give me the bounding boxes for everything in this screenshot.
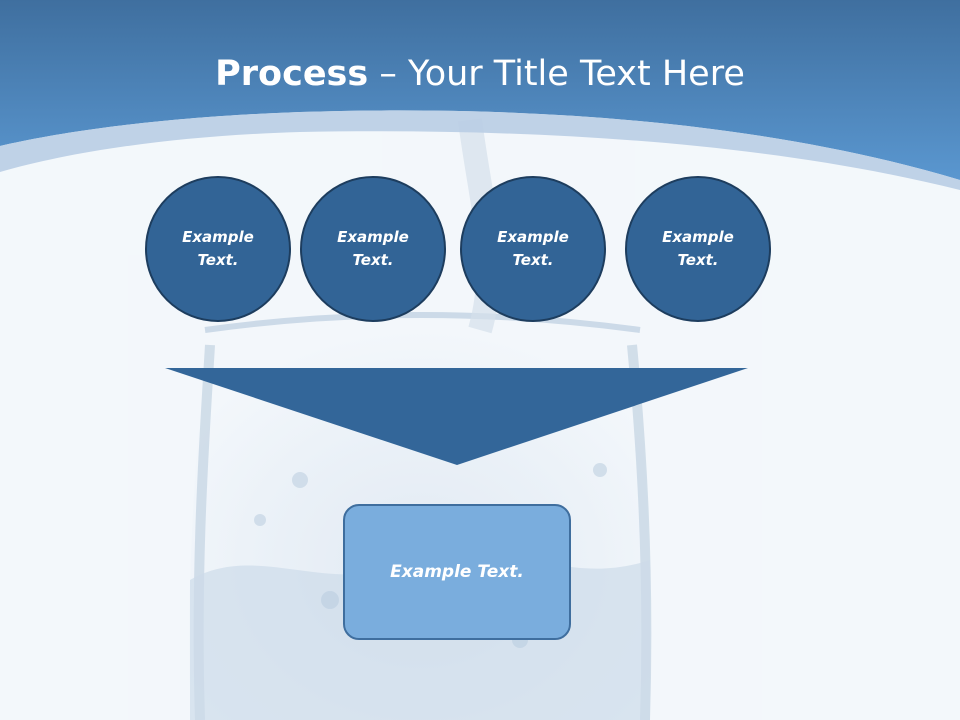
title-bold-part: Process xyxy=(215,54,369,94)
circle-label: Example Text. xyxy=(497,228,569,269)
process-step-circle-2[interactable]: Example Text. xyxy=(300,176,446,322)
title-rest-part: – Your Title Text Here xyxy=(368,54,745,94)
result-box-label: Example Text. xyxy=(390,562,524,582)
slide-title: Process – Your Title Text Here xyxy=(0,52,960,96)
circle-label: Example Text. xyxy=(662,228,734,269)
circle-label: Example Text. xyxy=(182,228,254,269)
result-box[interactable]: Example Text. xyxy=(343,504,571,640)
process-step-circle-1[interactable]: Example Text. xyxy=(145,176,291,322)
circle-label: Example Text. xyxy=(337,228,409,269)
process-step-circle-3[interactable]: Example Text. xyxy=(460,176,606,322)
process-step-circle-4[interactable]: Example Text. xyxy=(625,176,771,322)
